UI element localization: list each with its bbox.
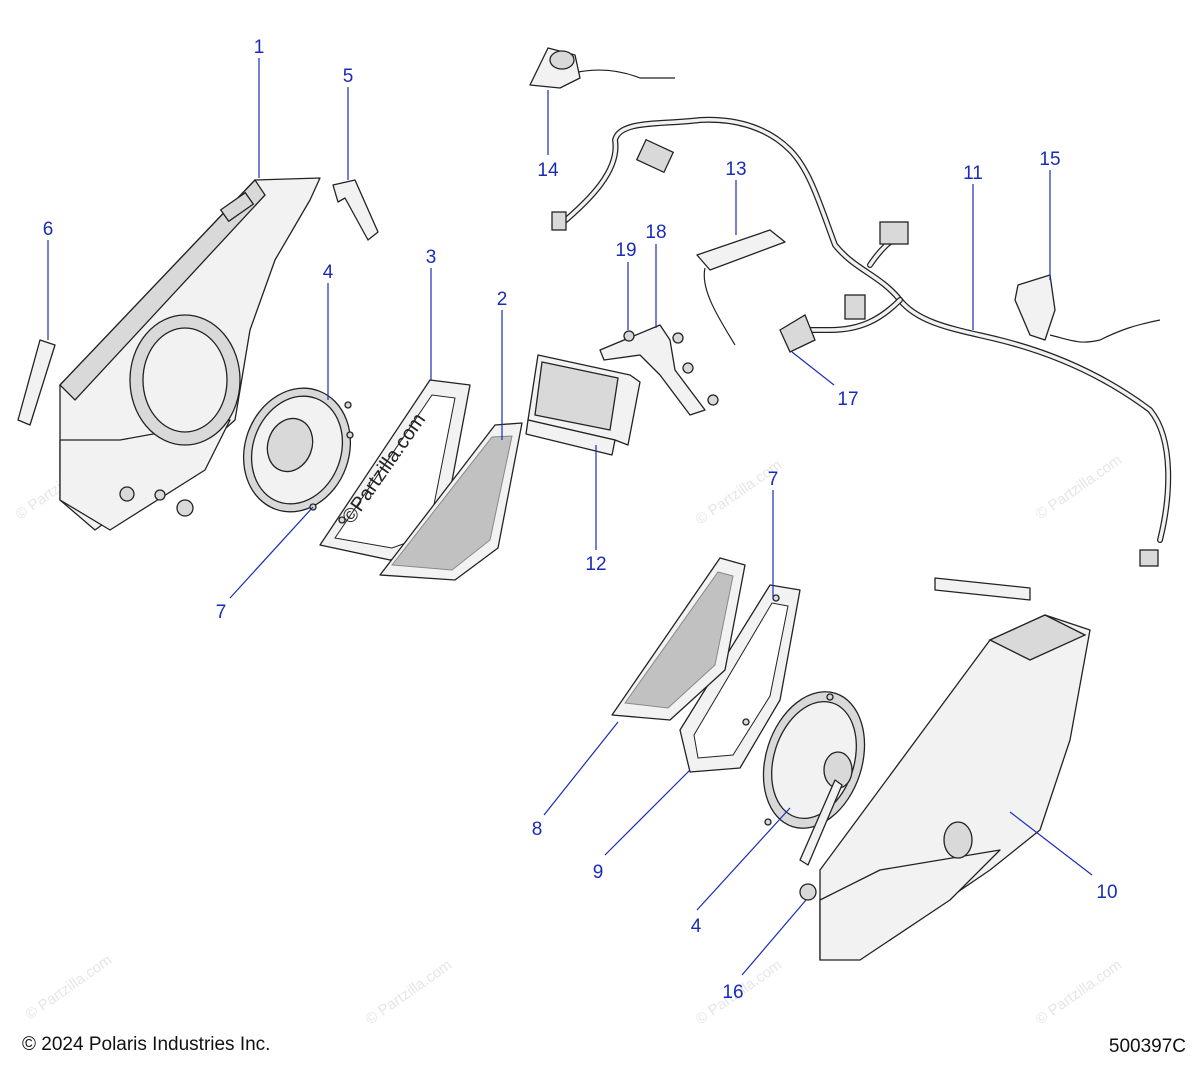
- part-13-module: [696, 229, 786, 346]
- watermark: © Partzilla.com: [23, 951, 116, 1023]
- diagram-code: 500397C: [1108, 1036, 1186, 1057]
- leader-lines: [47, 58, 1093, 976]
- callout-1: 1: [254, 37, 265, 58]
- callout-11: 11: [963, 163, 983, 184]
- part-19-fasteners: [623, 330, 719, 406]
- callout-6: 6: [43, 219, 54, 240]
- callout-9: 9: [593, 862, 604, 883]
- watermark: © Partzilla.com: [363, 956, 456, 1028]
- part-10-right-enclosure: [819, 614, 1091, 961]
- part-14-housing: [529, 47, 675, 89]
- part-2-left-grille: [379, 422, 523, 581]
- part-9-right-gasket: [679, 584, 801, 773]
- part-15-dash-piece: [1014, 274, 1161, 343]
- part-11-wiring-harness: [551, 116, 1172, 567]
- callout-18: 18: [645, 222, 666, 243]
- callout-8: 8: [532, 819, 543, 840]
- callout-7-right: 7: [768, 469, 779, 490]
- part-18-bracket: [599, 324, 706, 416]
- part-17-connector: [779, 314, 816, 353]
- callout-16: 16: [722, 982, 743, 1003]
- callout-13: 13: [725, 159, 746, 180]
- part-4-right-speaker: [762, 691, 866, 866]
- callout-15: 15: [1039, 149, 1060, 170]
- copyright-text: © 2024 Polaris Industries Inc.: [22, 1034, 271, 1055]
- part-16-fastener: [799, 883, 817, 901]
- watermark: © Partzilla.com: [1033, 451, 1126, 523]
- callout-19: 19: [615, 240, 636, 261]
- callout-4-left: 4: [323, 262, 334, 283]
- part-8-right-grille: [611, 557, 746, 721]
- callout-17: 17: [837, 389, 858, 410]
- callout-12: 12: [585, 554, 606, 575]
- part-6-bracket: [17, 339, 56, 426]
- callout-2: 2: [497, 289, 508, 310]
- callout-14: 14: [537, 160, 559, 181]
- callout-3: 3: [426, 247, 437, 268]
- part-1-left-enclosure: [59, 177, 321, 531]
- callouts: 1 2 3 4 4 5 6 7 7 8 9 10 11 12 13 14 15 …: [43, 37, 1118, 1003]
- watermark: © Partzilla.com: [693, 456, 786, 528]
- part-4-left-speaker: [242, 387, 352, 513]
- callout-7-left: 7: [216, 602, 227, 623]
- part-12-display: [525, 354, 641, 456]
- part-5-bracket: [332, 179, 379, 241]
- callout-4-right: 4: [691, 916, 702, 937]
- watermark: © Partzilla.com: [1033, 956, 1126, 1028]
- callout-10: 10: [1096, 882, 1117, 903]
- callout-5: 5: [343, 66, 354, 87]
- right-bracket: [934, 577, 1031, 601]
